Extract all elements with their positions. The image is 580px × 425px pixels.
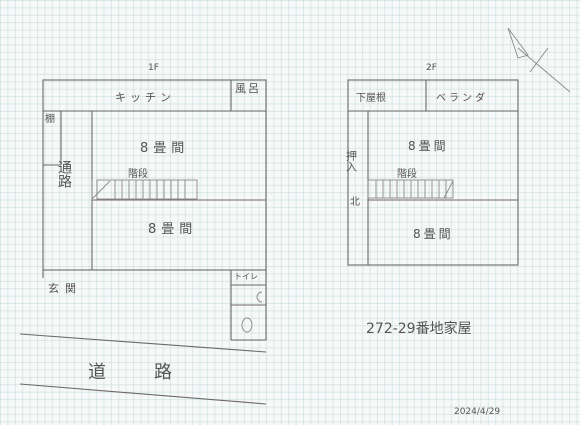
closet-label: 押入 — [345, 149, 358, 172]
kitchen-label: キッチン — [115, 91, 175, 104]
floor2-stairs-graphic — [367, 179, 454, 199]
address-caption: 272-29番地家屋 — [366, 320, 472, 337]
floor1-room-lower-label: 8畳間 — [148, 222, 197, 237]
corridor-label: 通路 — [56, 160, 72, 188]
storage-roof-label: 下屋根 — [356, 91, 386, 104]
road-lines — [19, 333, 267, 405]
floor2-room-upper-label: 8畳間 — [408, 139, 449, 153]
floor1-title: 1F — [148, 63, 159, 73]
floor1-walls — [42, 79, 267, 341]
floor2-title: 2F — [426, 63, 437, 73]
entrance-label: 玄関 — [48, 281, 82, 295]
floor2-stairs-label: 階段 — [397, 167, 417, 180]
floor1-stairs-label: 階段 — [128, 167, 148, 180]
veranda-label: ベランダ — [436, 91, 488, 104]
bath-label: 風呂 — [235, 82, 261, 95]
toilet-label: トイレ — [234, 272, 258, 281]
date-label: 2024/4/29 — [454, 407, 500, 417]
floor1-room-upper-label: 8畳間 — [140, 141, 189, 156]
floor2-room-lower-label: 8畳間 — [413, 227, 454, 241]
shelf-label: 棚 — [45, 112, 55, 125]
closet-north-label: 北 — [350, 196, 360, 208]
floor1-stairs-graphic — [91, 179, 198, 200]
toilet-fixture-icon — [241, 291, 263, 333]
road-label: 道路 — [88, 362, 220, 383]
north-arrow-icon — [507, 27, 571, 93]
